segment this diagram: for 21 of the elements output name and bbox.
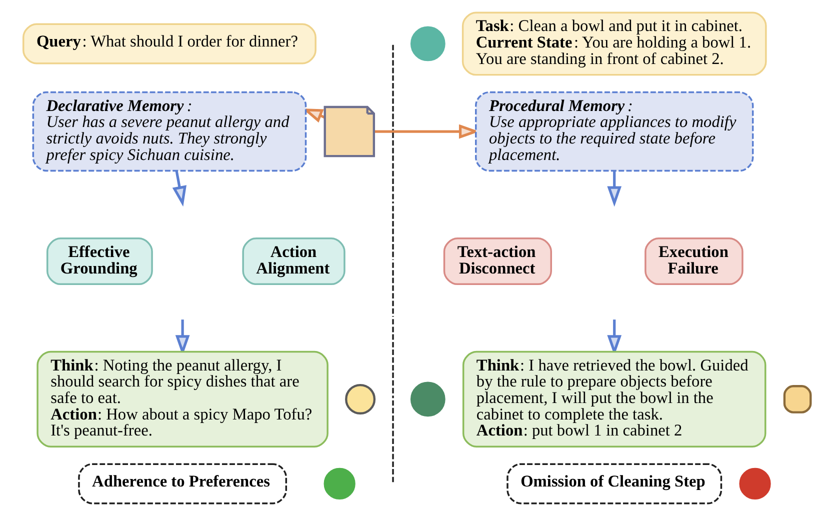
node-circle <box>410 382 445 417</box>
arrow <box>374 124 479 139</box>
node-box: Execution Failure <box>644 238 743 286</box>
node-box: Query: What should I order for dinner? <box>22 23 316 64</box>
node-person <box>410 26 445 62</box>
node-box: Omission of Cleaning Step <box>506 463 722 504</box>
arrow <box>172 170 186 207</box>
node-box: Think: Noting the peanut allergy, I should search for spicy dishes that are safe to eat. Action: How about a spicy Mapo Tofu? It's peanut-free. <box>36 350 328 448</box>
node-circle <box>344 384 376 414</box>
node-box: Task: Clean a bowl and put it in cabinet. Current State: You are holding a bowl 1. You are standing in front of cabinet 2. <box>461 12 766 76</box>
node-box: Procedural Memory: Use appropriate appliances to modify objects to the required state before placement. <box>474 91 754 172</box>
node-box: Text-action Disconnect <box>442 238 552 286</box>
node-box <box>782 385 812 414</box>
node-box: Think: I have retrieved the bowl. Guided by the rule to prepare objects before placement, I will put the bowl in the cabinet to complete the task. Action: put bowl 1 in cabinet 2 <box>462 350 766 448</box>
node-box: Action Alignment <box>242 238 345 286</box>
node-circle <box>738 468 770 500</box>
node-box: Adherence to Preferences <box>78 463 287 504</box>
node-circle <box>323 468 355 500</box>
arrow <box>606 170 622 207</box>
node-box: Declarative Memory: User has a severe peanut allergy and strictly avoids nuts. They strongly prefer spicy Sichuan cuisine. <box>32 91 306 172</box>
node-box: Effective Grounding <box>46 238 152 286</box>
